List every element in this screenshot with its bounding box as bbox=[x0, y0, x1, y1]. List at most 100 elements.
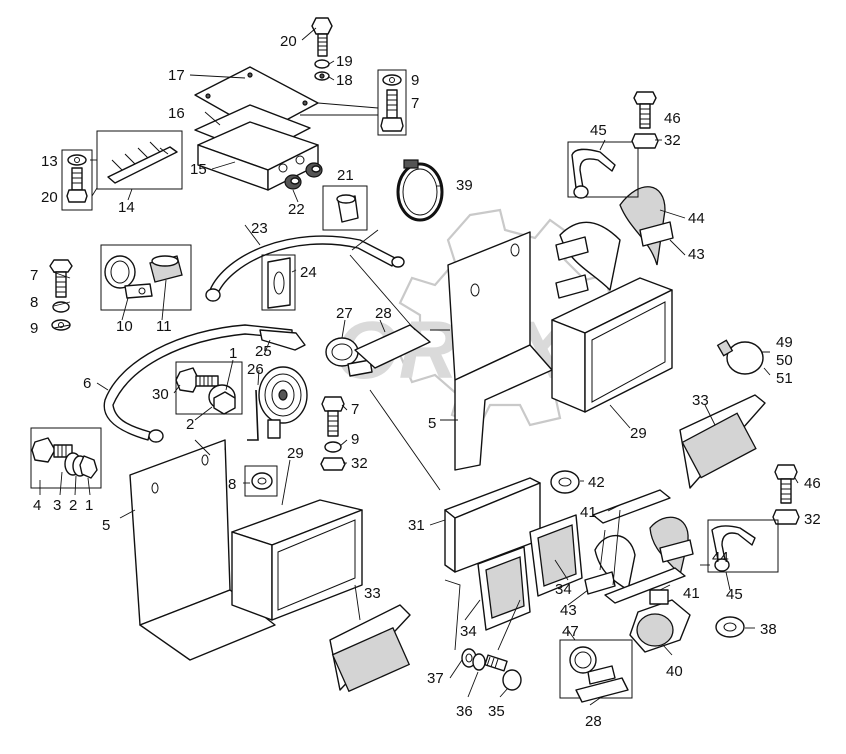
callout-2: 2 bbox=[69, 497, 77, 514]
wire-26 bbox=[247, 389, 281, 441]
hose-clamp-39 bbox=[396, 159, 444, 222]
sleeve-21-frame bbox=[322, 185, 368, 231]
callout-17: 17 bbox=[168, 67, 185, 84]
lamp-33-right bbox=[679, 394, 766, 489]
callout-11: 11 bbox=[156, 318, 172, 335]
bulb-49 bbox=[716, 339, 764, 375]
callout-24: 24 bbox=[300, 264, 317, 281]
plate-41-upper bbox=[592, 489, 671, 524]
callout-1: 1 bbox=[229, 345, 237, 362]
callout-7: 7 bbox=[351, 401, 359, 418]
fuse-wires bbox=[111, 141, 169, 171]
washer-8 bbox=[251, 472, 273, 490]
grommets-22 bbox=[284, 162, 323, 190]
callout-19: 19 bbox=[336, 53, 353, 70]
leader-lines bbox=[39, 27, 799, 706]
pad-28-lower bbox=[575, 677, 629, 703]
callout-1: 1 bbox=[85, 497, 93, 514]
bolt-46-upper bbox=[631, 91, 659, 149]
callout-16: 16 bbox=[168, 105, 185, 122]
bolt-30-frame bbox=[175, 361, 243, 415]
callout-43: 43 bbox=[688, 246, 705, 263]
callout-23: 23 bbox=[251, 220, 268, 237]
callout-51: 51 bbox=[776, 370, 793, 387]
callout-41: 41 bbox=[580, 504, 597, 521]
callout-25: 25 bbox=[255, 343, 272, 360]
nut-1 bbox=[79, 455, 98, 479]
callout-9: 9 bbox=[351, 431, 359, 448]
callout-39: 39 bbox=[456, 177, 473, 194]
bolt-7-left bbox=[49, 259, 73, 331]
p-clamp-27 bbox=[325, 337, 373, 377]
callout-47: 47 bbox=[562, 623, 579, 640]
plate-43-lower bbox=[584, 539, 694, 595]
callout-38: 38 bbox=[760, 621, 777, 638]
cover-screw bbox=[247, 72, 253, 78]
plate-24-frame bbox=[261, 254, 296, 311]
callout-13: 13 bbox=[41, 153, 58, 170]
callout-5: 5 bbox=[102, 517, 110, 534]
bolt-7-middle bbox=[320, 396, 346, 471]
callout-9: 9 bbox=[30, 320, 38, 337]
callout-35: 35 bbox=[488, 703, 505, 720]
bolt-7-top bbox=[380, 74, 404, 132]
callout-43: 43 bbox=[560, 602, 577, 619]
cable-45-upper bbox=[571, 148, 616, 199]
callout-49: 49 bbox=[776, 334, 793, 351]
callout-10: 10 bbox=[116, 318, 133, 335]
callout-7: 7 bbox=[411, 95, 419, 112]
callout-21: 21 bbox=[337, 167, 354, 184]
callout-33: 33 bbox=[692, 392, 709, 409]
callout-36: 36 bbox=[456, 703, 473, 720]
cover-screw bbox=[302, 100, 308, 106]
horn-26 bbox=[258, 366, 308, 424]
callout-34: 34 bbox=[460, 623, 477, 640]
p-clamp-10 bbox=[104, 255, 153, 299]
callout-41: 41 bbox=[683, 585, 700, 602]
callout-40: 40 bbox=[666, 663, 683, 680]
callout-45: 45 bbox=[726, 586, 743, 603]
washer-42 bbox=[550, 470, 580, 494]
bolt-20-frame bbox=[61, 149, 93, 211]
washer-36 bbox=[472, 653, 486, 671]
box-hole bbox=[295, 155, 305, 165]
callout-29: 29 bbox=[630, 425, 647, 442]
callout-30: 30 bbox=[152, 386, 169, 403]
callout-7: 7 bbox=[30, 267, 38, 284]
lamp-33-left bbox=[329, 604, 411, 693]
p-clamp-47 bbox=[569, 646, 616, 685]
cable-45-lower-frame bbox=[707, 519, 779, 573]
callout-28: 28 bbox=[375, 305, 392, 322]
callout-15: 15 bbox=[190, 161, 207, 178]
callout-28: 28 bbox=[585, 713, 602, 730]
callout-26: 26 bbox=[247, 361, 264, 378]
callout-20: 20 bbox=[41, 189, 58, 206]
callout-6: 6 bbox=[83, 375, 91, 392]
callout-2: 2 bbox=[186, 416, 194, 433]
bolt-group-frame bbox=[30, 427, 102, 489]
callout-3: 3 bbox=[53, 497, 61, 514]
callout-8: 8 bbox=[30, 294, 38, 311]
callout-32: 32 bbox=[664, 132, 681, 149]
junction-box-assembly bbox=[61, 17, 407, 211]
callout-8: 8 bbox=[228, 476, 236, 493]
washer-8-frame bbox=[244, 465, 278, 497]
callout-37: 37 bbox=[427, 670, 444, 687]
callout-32: 32 bbox=[351, 455, 368, 472]
fuse-block-frame bbox=[96, 130, 183, 190]
battery-cable-6 bbox=[103, 324, 293, 443]
plate-24 bbox=[267, 257, 291, 309]
callout-44: 44 bbox=[712, 549, 729, 566]
bolt-20-left bbox=[66, 167, 88, 203]
cover-screw bbox=[205, 93, 211, 99]
bolt-4 bbox=[31, 437, 73, 463]
callout-45: 45 bbox=[590, 122, 607, 139]
callout-9: 9 bbox=[411, 72, 419, 89]
callout-31: 31 bbox=[408, 517, 425, 534]
plate-41-lower bbox=[604, 567, 686, 604]
callout-46: 46 bbox=[804, 475, 821, 492]
pad-28 bbox=[354, 324, 431, 369]
insulator-11 bbox=[149, 255, 183, 283]
